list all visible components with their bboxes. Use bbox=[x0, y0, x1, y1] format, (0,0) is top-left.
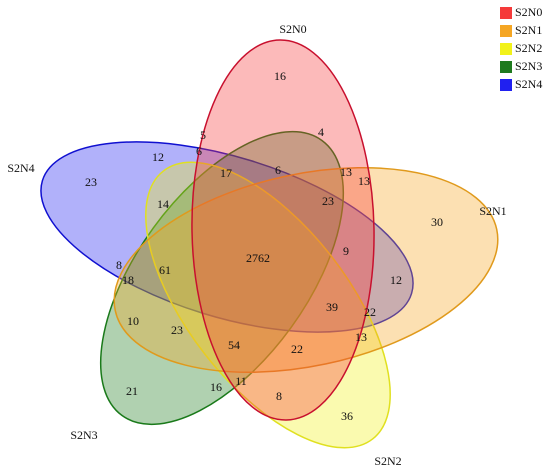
count-label: 22 bbox=[291, 342, 303, 356]
legend-swatch-s2n3 bbox=[500, 61, 512, 73]
legend-swatch-s2n4 bbox=[500, 79, 512, 91]
set-label-s2n2: S2N2 bbox=[374, 454, 401, 468]
count-label: 16 bbox=[210, 380, 222, 394]
ellipse-s2n4 bbox=[40, 141, 414, 333]
legend-label: S2N3 bbox=[515, 59, 542, 73]
count-label: 13 bbox=[340, 165, 352, 179]
count-label: 22 bbox=[364, 305, 376, 319]
legend-label: S2N1 bbox=[515, 23, 542, 37]
count-label: 8 bbox=[116, 258, 122, 272]
count-label: 9 bbox=[343, 244, 349, 258]
count-label: 36 bbox=[341, 409, 353, 423]
count-label: 11 bbox=[235, 374, 247, 388]
set-label-s2n1: S2N1 bbox=[479, 204, 506, 218]
count-label: 23 bbox=[85, 175, 97, 189]
legend-swatch-s2n1 bbox=[500, 25, 512, 37]
count-label: 23 bbox=[171, 323, 183, 337]
legend-label: S2N2 bbox=[515, 41, 542, 55]
legend-label: S2N4 bbox=[515, 77, 542, 91]
count-label: 39 bbox=[326, 300, 338, 314]
count-label: 16 bbox=[274, 69, 286, 83]
count-label: 61 bbox=[159, 263, 171, 277]
count-label: 17 bbox=[220, 166, 232, 180]
count-label: 23 bbox=[322, 194, 334, 208]
count-label: 6 bbox=[275, 163, 281, 177]
count-label: 6 bbox=[196, 144, 202, 158]
count-label: 14 bbox=[157, 197, 169, 211]
ellipse-s2n1 bbox=[113, 166, 499, 374]
count-label: 12 bbox=[390, 273, 402, 287]
ellipse-s2n0 bbox=[191, 39, 375, 421]
count-label: 2762 bbox=[246, 251, 270, 265]
count-label: 13 bbox=[358, 174, 370, 188]
legend: S2N0 S2N1 S2N2 S2N3 S2N4 bbox=[500, 5, 542, 91]
legend-label: S2N0 bbox=[515, 5, 542, 19]
legend-swatch-s2n2 bbox=[500, 43, 512, 55]
count-label: 18 bbox=[122, 273, 134, 287]
count-label: 10 bbox=[127, 314, 139, 328]
count-label: 21 bbox=[126, 384, 138, 398]
legend-swatch-s2n0 bbox=[500, 7, 512, 19]
count-label: 4 bbox=[318, 125, 324, 139]
count-label: 30 bbox=[431, 215, 443, 229]
count-label: 12 bbox=[152, 150, 164, 164]
set-label-s2n3: S2N3 bbox=[70, 428, 97, 442]
count-label: 8 bbox=[276, 389, 282, 403]
set-label-s2n4: S2N4 bbox=[7, 161, 34, 175]
set-label-s2n0: S2N0 bbox=[279, 22, 306, 36]
count-label: 13 bbox=[355, 330, 367, 344]
count-label: 5 bbox=[200, 128, 206, 142]
ellipse-s2n2 bbox=[145, 161, 391, 449]
count-label: 54 bbox=[228, 338, 240, 352]
